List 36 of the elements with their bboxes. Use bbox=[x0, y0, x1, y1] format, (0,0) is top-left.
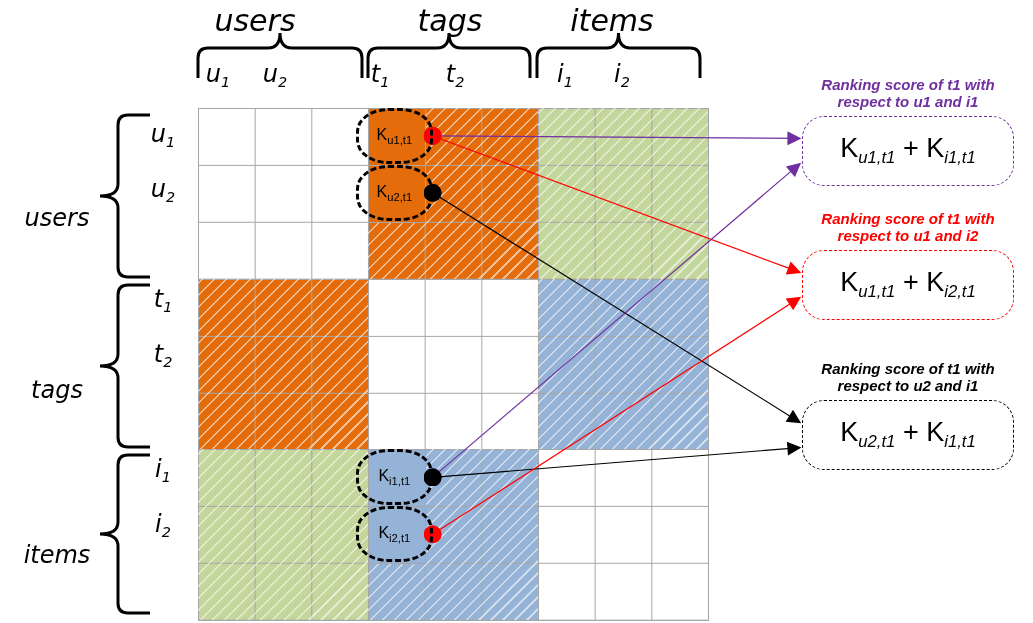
axis-label: i$_{2}$ bbox=[614, 59, 630, 91]
kernel-value: K$_{u2,t1}$ bbox=[376, 182, 413, 203]
axis-label: t$_{1}$ bbox=[370, 59, 390, 91]
score-heading: Ranking score of t1 with respect to u1 and i1 bbox=[820, 76, 996, 110]
axis-label: i$_{2}$ bbox=[155, 509, 171, 541]
score-heading: Ranking score of t1 with respect to u2 and i1 bbox=[820, 360, 996, 394]
score-heading: Ranking score of t1 with respect to u1 and i2 bbox=[820, 210, 996, 244]
dashed-cell-outline bbox=[356, 506, 433, 563]
score-formula: K$_{u2,t1}$ + K$_{i1,t1}$ bbox=[840, 417, 976, 453]
dashed-cell-outline bbox=[356, 449, 433, 506]
axis-label: tags bbox=[31, 376, 83, 404]
group-heading: users bbox=[214, 2, 296, 38]
arrow bbox=[423, 183, 802, 424]
axis-label: u$_{1}$ bbox=[205, 59, 231, 91]
kernel-value: K$_{u1,t1}$ bbox=[376, 125, 413, 147]
axis-label: t$_{2}$ bbox=[153, 339, 173, 371]
axis-label: u$_{2}$ bbox=[150, 174, 176, 206]
arrow bbox=[423, 296, 802, 544]
dashed-cell-outline bbox=[356, 164, 433, 221]
axis-label: t$_{2}$ bbox=[445, 59, 465, 91]
kernel-value: K$_{i1,t1}$ bbox=[378, 467, 411, 488]
axis-label: users bbox=[24, 204, 90, 232]
group-heading: tags bbox=[417, 2, 483, 38]
arrow bbox=[423, 441, 802, 487]
axis-label: u$_{2}$ bbox=[262, 59, 288, 91]
score-formula: K$_{u1,t1}$ + K$_{i1,t1}$ bbox=[840, 133, 976, 169]
axis-label: i$_{1}$ bbox=[557, 59, 573, 91]
axis-label: t$_{1}$ bbox=[153, 284, 173, 316]
score-formula: K$_{u1,t1}$ + K$_{i2,t1}$ bbox=[840, 267, 976, 303]
axis-label: items bbox=[23, 541, 91, 569]
kernel-value: K$_{i2,t1}$ bbox=[378, 524, 411, 545]
group-heading: items bbox=[570, 2, 654, 38]
dashed-cell-outline bbox=[356, 108, 433, 164]
arrow bbox=[423, 126, 802, 275]
axis-label: i$_{1}$ bbox=[155, 454, 171, 486]
axis-label: u$_{1}$ bbox=[150, 119, 176, 151]
